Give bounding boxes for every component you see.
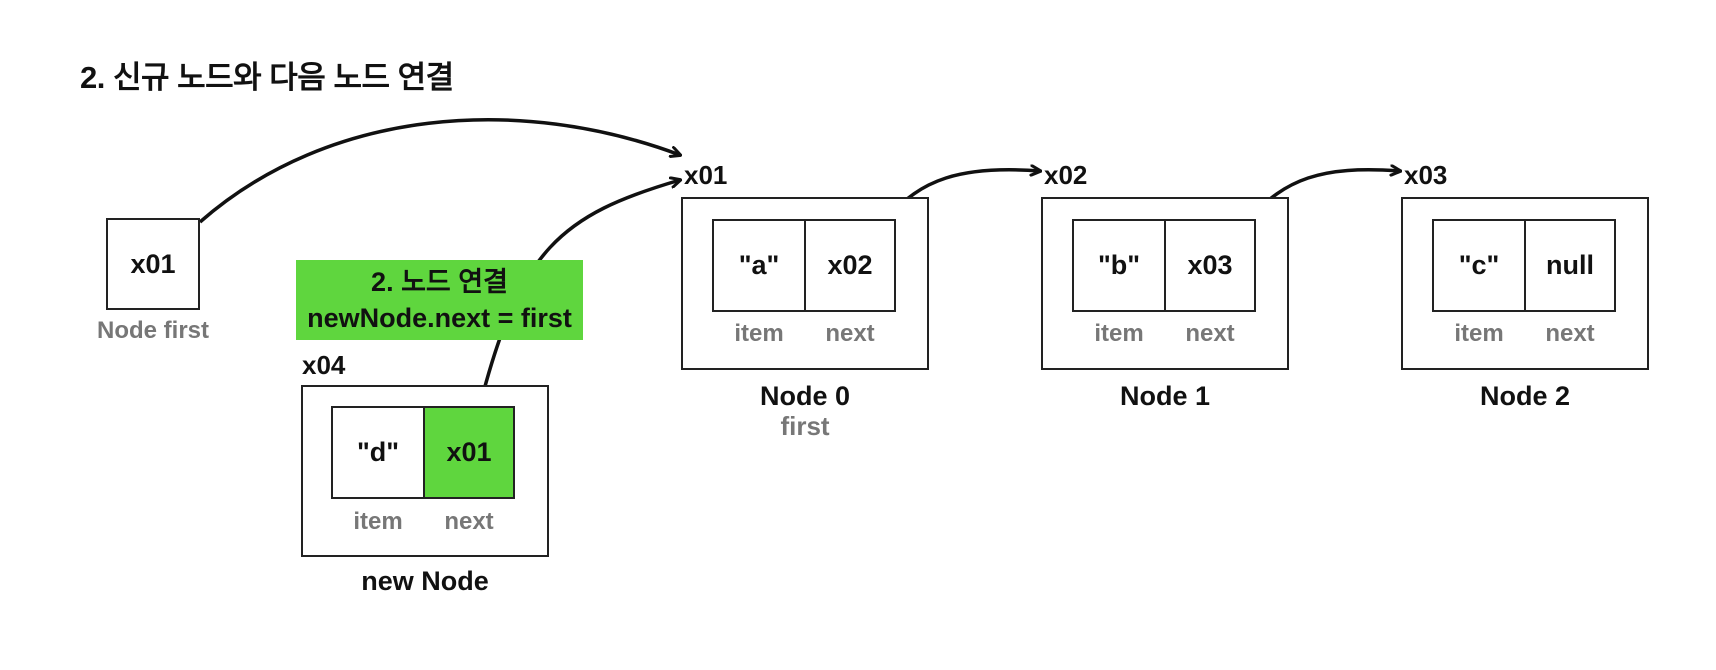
first-reference-label: Node first: [96, 317, 209, 344]
node0-address: x01: [684, 160, 728, 190]
node0-next-cell: x02: [804, 219, 896, 312]
node0-item-label: item: [734, 320, 784, 347]
node0-first-label: first: [780, 411, 830, 441]
new-node-address: x04: [302, 350, 346, 380]
node1-item-label: item: [1094, 320, 1144, 347]
note-line-1: 2. 노드 연결: [371, 266, 508, 297]
node0-name: Node 0: [759, 381, 851, 411]
note-line-2: newNode.next = first: [307, 303, 572, 333]
node2-name: Node 2: [1479, 381, 1571, 411]
node2-next-cell: null: [1524, 219, 1616, 312]
node1-item-cell: "b": [1072, 219, 1166, 312]
node1-next-label: next: [1185, 320, 1235, 347]
new-node-item-cell: "d": [331, 406, 425, 499]
new-node-next-label: next: [444, 508, 494, 535]
node2-next-label: next: [1545, 320, 1595, 347]
node2-address: x03: [1404, 160, 1448, 190]
node1-address: x02: [1044, 160, 1088, 190]
node0-next-label: next: [825, 320, 875, 347]
node1-next-cell: x03: [1164, 219, 1256, 312]
node2-item-cell: "c": [1432, 219, 1526, 312]
arrow-newnode-next-to-node0: [478, 180, 680, 406]
node2-item-label: item: [1454, 320, 1504, 347]
first-reference-box: x01: [106, 218, 200, 310]
new-node-next-cell: x01: [423, 406, 515, 499]
new-node-item-label: item: [353, 508, 403, 535]
arrow-first-to-node0: [198, 118, 680, 224]
connect-note: 2. 노드 연결 newNode.next = first: [296, 260, 583, 340]
node0-item-cell: "a": [712, 219, 806, 312]
new-node-name: new Node: [361, 566, 489, 596]
node1-name: Node 1: [1119, 381, 1211, 411]
diagram-title: 2. 신규 노드와 다음 노드 연결: [80, 60, 454, 95]
